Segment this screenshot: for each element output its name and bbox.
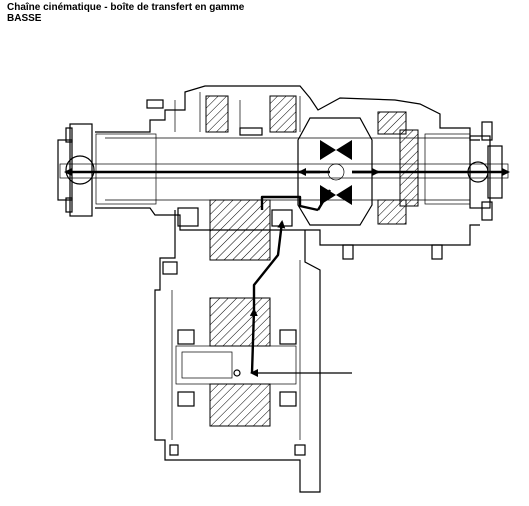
figure-title: Chaîne cinématique - boîte de transfert … xyxy=(7,2,244,24)
housing-bolts xyxy=(146,99,493,260)
figure-title-line2: BASSE xyxy=(7,13,42,24)
lower-gear-set xyxy=(175,199,297,427)
power-flow-path xyxy=(64,168,510,377)
front-output-flange xyxy=(57,123,95,217)
figure-title-line1: Chaîne cinématique - boîte de transfert … xyxy=(7,2,245,13)
lower-housing xyxy=(154,210,321,493)
upper-gear-set xyxy=(205,95,419,225)
